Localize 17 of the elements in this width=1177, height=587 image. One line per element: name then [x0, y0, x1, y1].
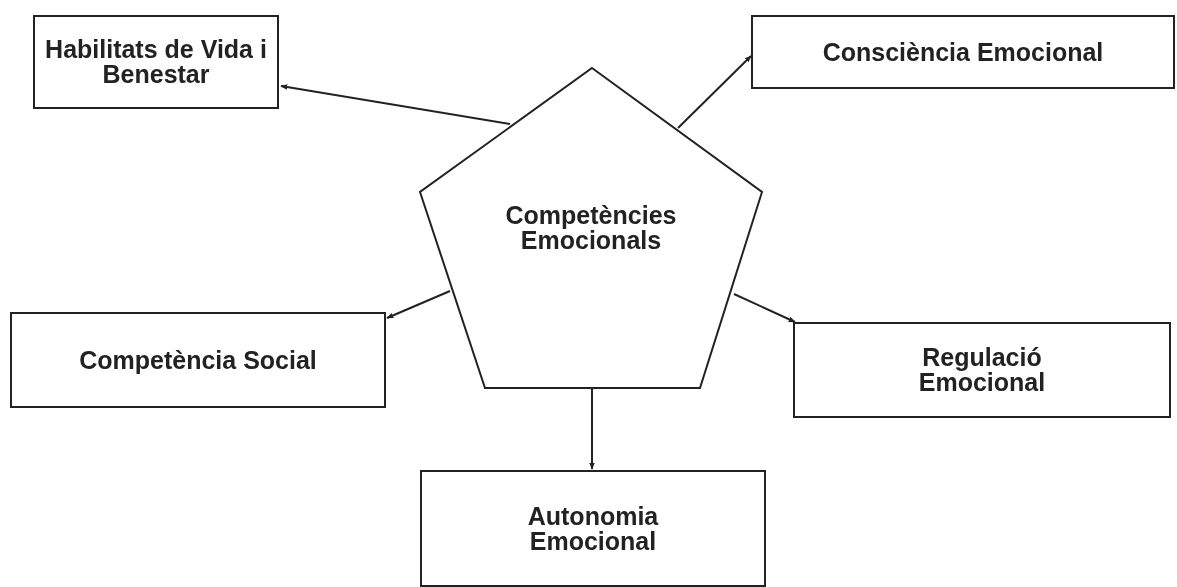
text-box [751, 15, 1175, 89]
node-text: Competència Social [79, 347, 317, 373]
arrow [733, 293, 796, 323]
node-text: Habilitats de Vida i Benestar [45, 37, 267, 87]
text-box [793, 322, 1171, 418]
node-text: Autonomia Emocional [526, 503, 660, 554]
arrow [386, 290, 451, 319]
text-box [33, 15, 279, 109]
arrow [677, 55, 752, 129]
pentagon-shape [420, 68, 762, 388]
text-box [420, 470, 766, 587]
node-text: Consciència Emocional [822, 39, 1104, 65]
arrow [280, 84, 511, 125]
arrow [589, 387, 595, 470]
node-text: Regulació Emocional [917, 345, 1047, 395]
text-box [10, 312, 386, 408]
node-text: Competències Emocionals [504, 203, 678, 253]
